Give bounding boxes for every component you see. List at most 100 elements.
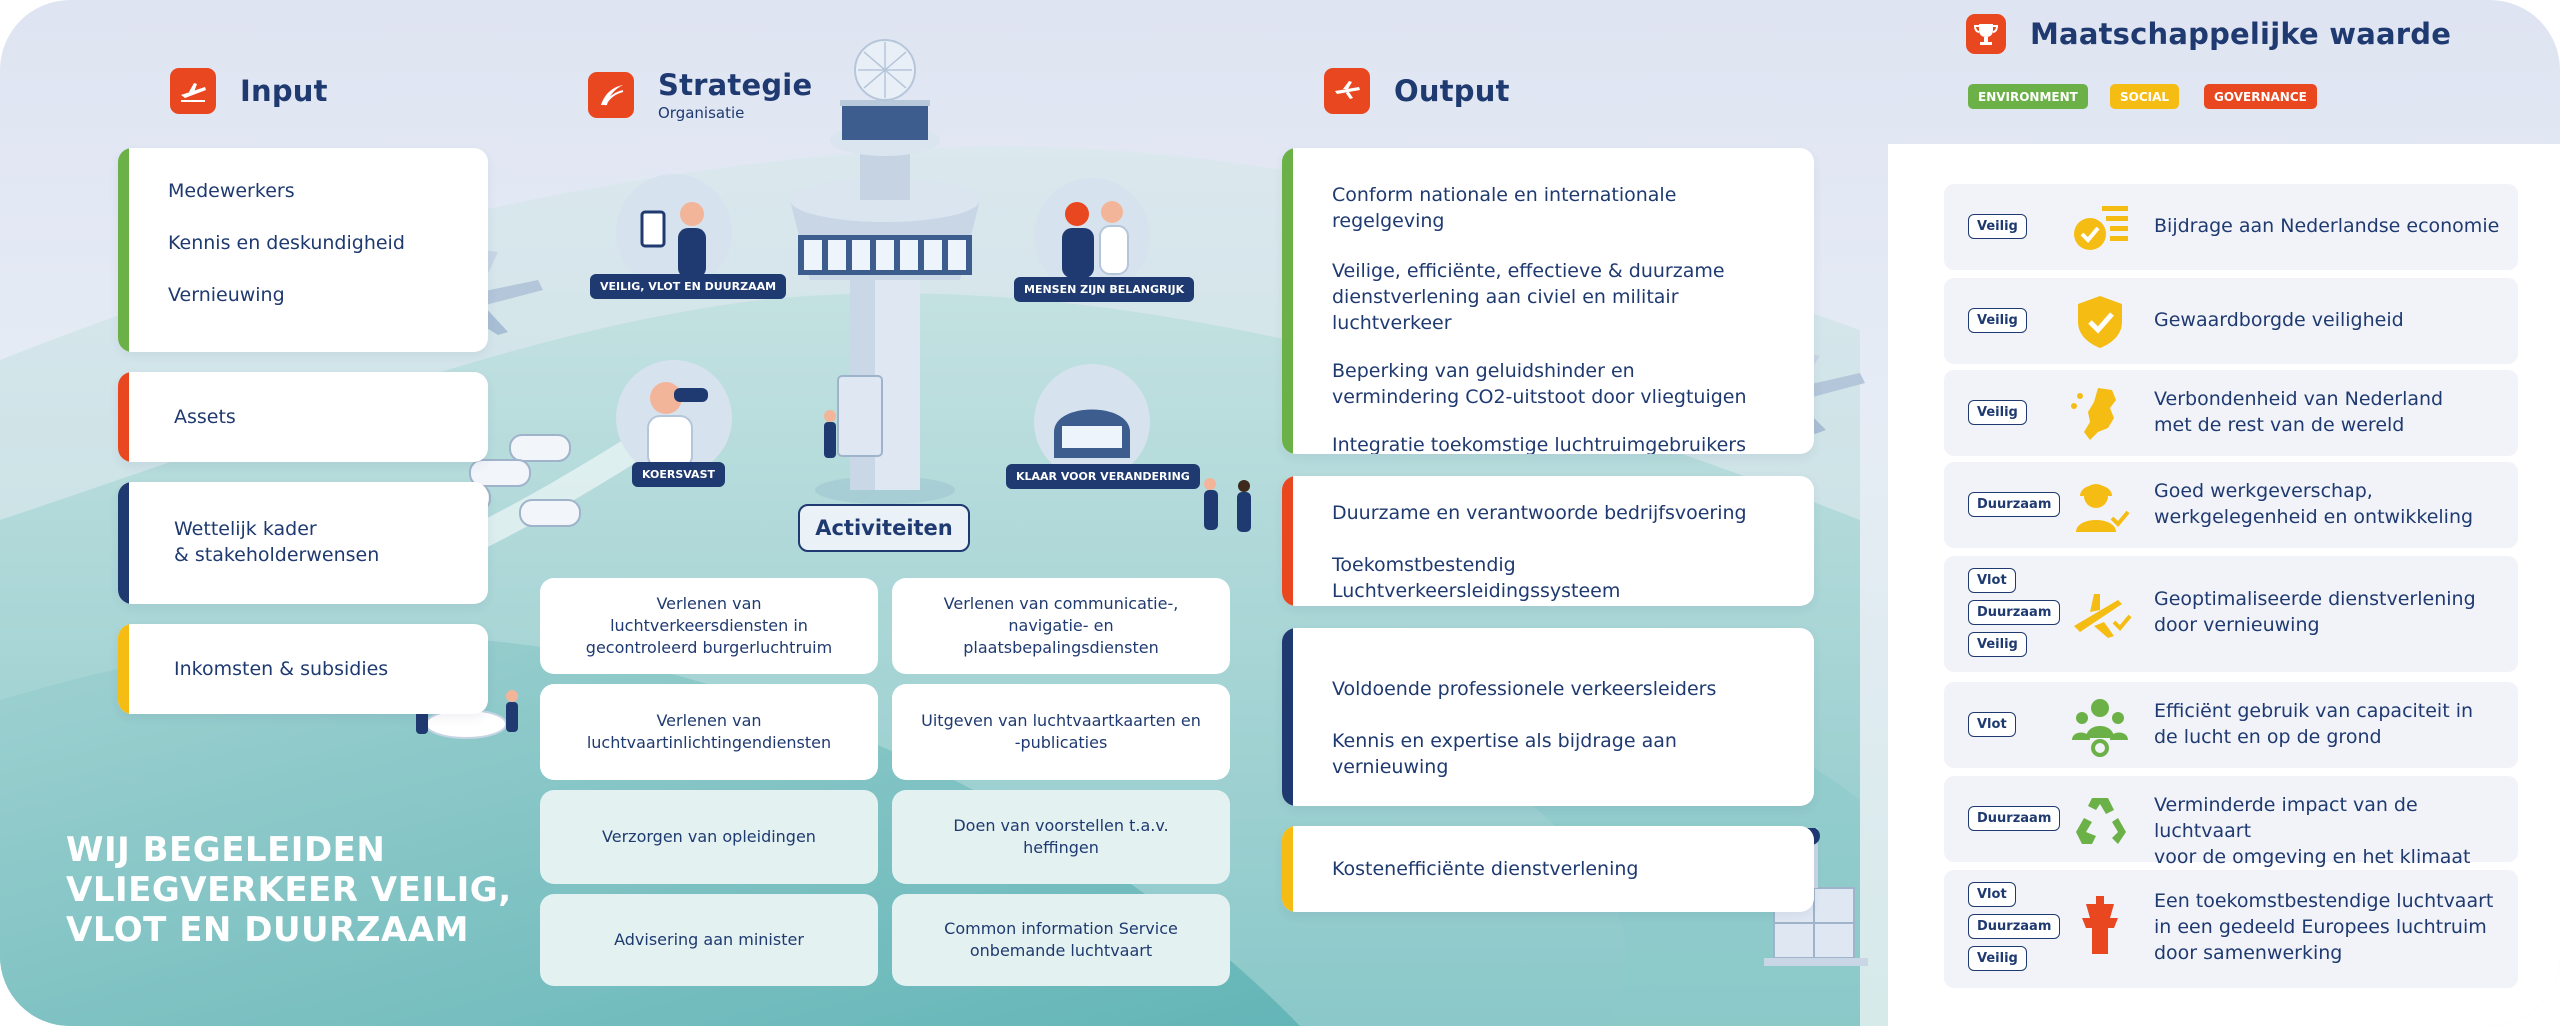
plane-icon — [170, 68, 216, 114]
value-row-connection: Veilig Verbondenheid van Nederland met d… — [1944, 370, 2518, 456]
value-tag: Veilig — [1968, 946, 2027, 971]
value-text: Bijdrage aan Nederlandse economie — [2154, 213, 2504, 239]
value-tag: Duurzaam — [1968, 492, 2061, 517]
value-line: door vernieuwing — [2154, 614, 2320, 636]
card-accent-bar — [118, 624, 129, 714]
input-header: Input — [170, 68, 328, 114]
value-row-safety: Veilig Gewaardborgde veiligheid — [1944, 278, 2518, 364]
value-tag: Vlot — [1968, 882, 2016, 907]
output-line: Kennis en expertise als bijdrage aan ver… — [1332, 730, 1677, 778]
activity-item: Advisering aan minister — [540, 894, 878, 986]
value-tag: Vlot — [1968, 568, 2016, 593]
output-line: vermindering CO2-uitstoot door vliegtuig… — [1332, 386, 1747, 408]
output-card-cost: Kostenefficiënte dienstverlening — [1282, 826, 1814, 912]
value-row-economy: Veilig Bijdrage aan Nederlandse economie — [1944, 184, 2518, 270]
input-card-income: Inkomsten & subsidies — [118, 624, 488, 714]
value-line: in een gedeeld Europees luchtruim — [2154, 916, 2487, 938]
output-title: Output — [1394, 74, 1510, 108]
label-veilig-vlot-duurzaam: VEILIG, VLOT EN DUURZAAM — [590, 274, 787, 299]
binoculars-person-circle — [616, 360, 732, 476]
headset-person-icon — [2076, 484, 2130, 532]
people-tablet-circle — [616, 174, 732, 290]
output-line: Veilige, efficiënte, effectieve & duurza… — [1332, 260, 1725, 282]
value-line: Gewaardborgde veiligheid — [2154, 309, 2404, 331]
activity-item: Common information Service onbemande luc… — [892, 894, 1230, 986]
label-koersvast: KOERSVAST — [632, 462, 725, 487]
value-text: Gewaardborgde veiligheid — [2154, 307, 2504, 333]
esg-environment-badge: ENVIRONMENT — [1968, 84, 2088, 109]
value-text: Een toekomstbestendige luchtvaart in een… — [2154, 888, 2504, 966]
output-line: Conform nationale en internationale rege… — [1332, 184, 1677, 232]
value-line: Een toekomstbestendige luchtvaart — [2154, 890, 2494, 912]
strategie-header: Strategie Organisatie — [588, 68, 812, 122]
output-line: Voldoende professionele verkeersleiders — [1332, 678, 1717, 700]
slogan: WIJ BEGELEIDEN VLIEGVERKEER VEILIG, VLOT… — [66, 830, 512, 950]
card-accent-bar — [1282, 476, 1293, 606]
activity-item: Verlenen van luchtverkeersdiensten in ge… — [540, 578, 878, 674]
card-accent-bar — [1282, 826, 1293, 912]
value-tag: Duurzaam — [1968, 600, 2061, 625]
trophy-icon — [1966, 14, 2006, 54]
input-line: Kennis en deskundigheid — [168, 232, 405, 254]
value-tag: Veilig — [1968, 400, 2027, 425]
activity-item: Doen van voorstellen t.a.v. heffingen — [892, 790, 1230, 884]
output-line: Duurzame en verantwoorde bedrijfsvoering — [1332, 502, 1747, 524]
input-line: Assets — [174, 406, 236, 428]
input-line: Inkomsten & subsidies — [174, 658, 389, 680]
value-tag: Duurzaam — [1968, 806, 2061, 831]
strategie-subtitle: Organisatie — [658, 104, 745, 122]
control-tower-icon — [2082, 896, 2118, 954]
output-card-regulation: Conform nationale en internationale rege… — [1282, 148, 1814, 454]
people-gear-icon — [2072, 699, 2128, 757]
value-text: Efficiënt gebruik van capaciteit in de l… — [2154, 698, 2504, 750]
slogan-line: VLOT EN DUURZAAM — [66, 910, 469, 950]
output-line: Toekomstbestendig Luchtverkeersleidingss… — [1332, 554, 1621, 602]
value-tag: Veilig — [1968, 632, 2027, 657]
card-accent-bar — [1282, 628, 1293, 806]
activity-item: Verzorgen van opleidingen — [540, 790, 878, 884]
output-line: Beperking van geluidshinder en — [1332, 360, 1635, 382]
value-line: de lucht en op de grond — [2154, 726, 2382, 748]
card-accent-bar — [118, 482, 129, 604]
value-row-future: Vlot Duurzaam Veilig Een toekomstbestend… — [1944, 870, 2518, 988]
output-line: Integratie toekomstige luchtruimgebruike… — [1332, 434, 1746, 454]
esg-governance-badge: GOVERNANCE — [2204, 84, 2317, 109]
activiteiten-title: Activiteiten — [798, 504, 970, 552]
machine-circle — [1034, 364, 1150, 480]
value-line: Verbondenheid van Nederland — [2154, 388, 2444, 410]
activity-item: Verlenen van communicatie-, navigatie- e… — [892, 578, 1230, 674]
output-line: Kostenefficiënte dienstverlening — [1332, 858, 1639, 880]
output-card-professionals: Voldoende professionele verkeersleiders … — [1282, 628, 1814, 806]
input-card-assets: Assets — [118, 372, 488, 462]
value-tag: Duurzaam — [1968, 914, 2061, 939]
value-text: Verminderde impact van de luchtvaart voo… — [2154, 792, 2504, 870]
output-line: dienstverlening aan civiel en militair l… — [1332, 286, 1679, 334]
value-tag: Veilig — [1968, 214, 2027, 239]
value-line: voor de omgeving en het klimaat — [2154, 846, 2471, 868]
swoosh-icon — [588, 72, 634, 118]
value-tag: Vlot — [1968, 712, 2016, 737]
server-worker-illustration — [824, 375, 883, 458]
plane-icon — [1324, 68, 1370, 114]
input-line: & stakeholderwensen — [174, 544, 380, 566]
value-line: Efficiënt gebruik van capaciteit in — [2154, 700, 2474, 722]
plane-check-icon — [2074, 594, 2132, 638]
value-line: door samenwerking — [2154, 942, 2343, 964]
value-line: Geoptimaliseerde dienstverlening — [2154, 588, 2476, 610]
input-card-people: Medewerkers Kennis en deskundigheid Vern… — [118, 148, 488, 352]
value-row-optimized: Vlot Duurzaam Veilig Geoptimaliseerde di… — [1944, 556, 2518, 672]
input-line: Wettelijk kader — [174, 518, 317, 540]
input-card-legal: Wettelijk kader & stakeholderwensen — [118, 482, 488, 604]
card-accent-bar — [118, 148, 129, 352]
value-line: werkgelegenheid en ontwikkeling — [2154, 506, 2474, 528]
recycle-icon — [2076, 798, 2126, 844]
activity-item: Uitgeven van luchtvaartkaarten en -publi… — [892, 684, 1230, 780]
label-klaar-voor-verandering: KLAAR VOOR VERANDERING — [1006, 464, 1200, 489]
output-card-business: Duurzame en verantwoorde bedrijfsvoering… — [1282, 476, 1814, 606]
value-tag: Veilig — [1968, 308, 2027, 333]
input-line: Medewerkers — [168, 180, 295, 202]
slogan-line: VLIEGVERKEER VEILIG, — [66, 870, 512, 910]
label-mensen-zijn-belangrijk: MENSEN ZIJN BELANGRIJK — [1014, 277, 1195, 302]
economy-icon — [2074, 206, 2128, 250]
